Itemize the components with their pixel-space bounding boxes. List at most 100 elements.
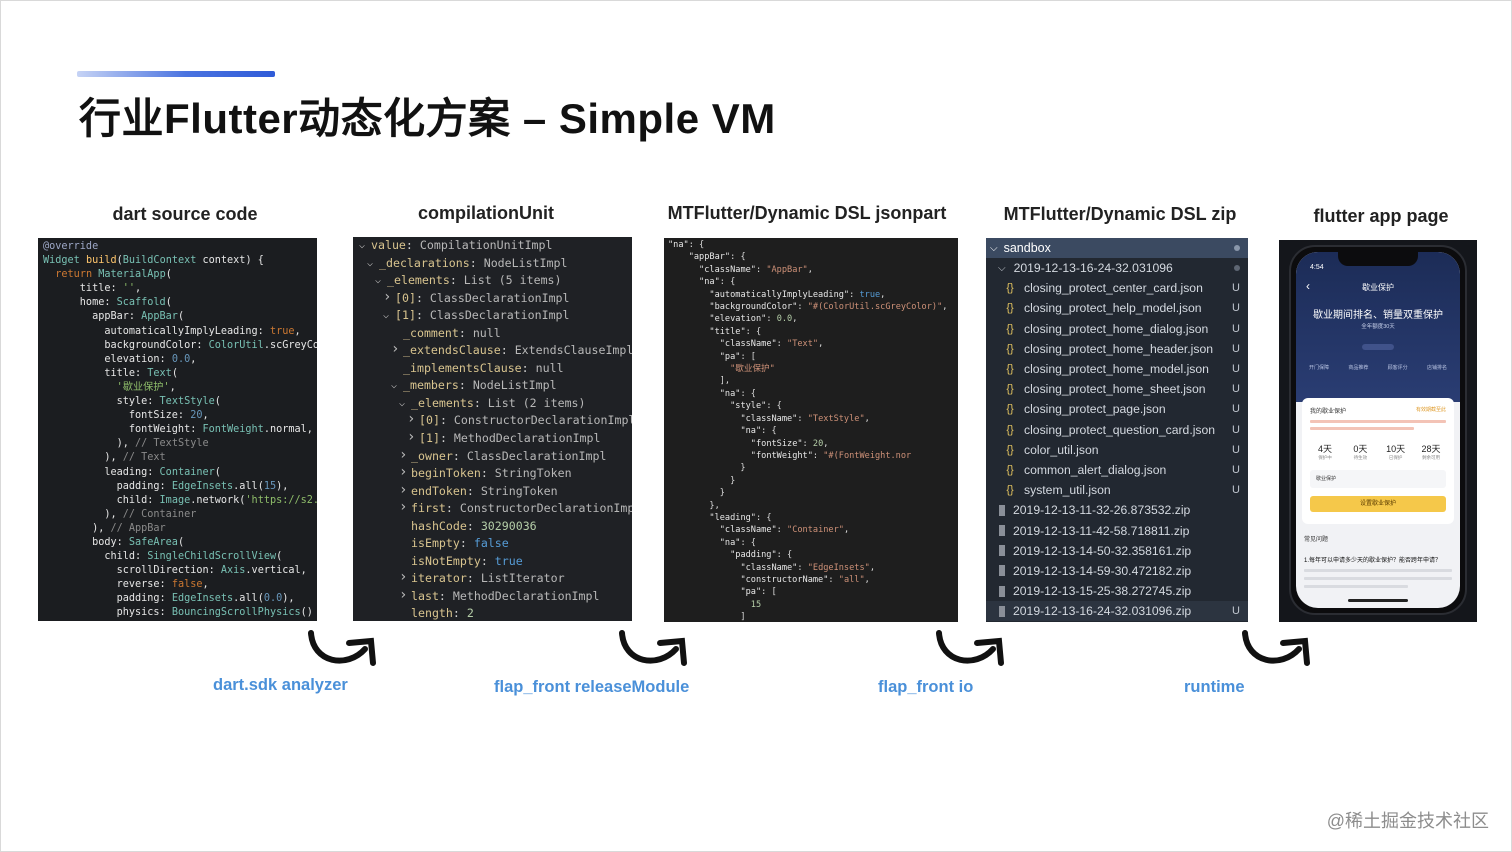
- ast-tree-row[interactable]: ›[0]: ClassDeclarationImpl: [383, 288, 570, 305]
- zip-file-icon: [999, 605, 1005, 617]
- card-stats: 4天保护中 0天待生效 10天已保护 28天剩余可用: [1310, 442, 1446, 461]
- ast-tree-row[interactable]: ⌵_elements: List (5 items): [353, 272, 632, 290]
- ast-tree-row[interactable]: length: 2: [411, 606, 474, 621]
- chevron-down-icon[interactable]: ⌵: [383, 310, 390, 322]
- ast-key: isNotEmpty: [411, 553, 481, 568]
- chevron-down-icon[interactable]: ⌵: [359, 240, 366, 251]
- panel-label-dart-source: dart source code: [112, 204, 258, 224]
- protection-card: 我的歇业保护 有效期截至此 4天保护中 0天待生效 10天已保护 28天剩余可用…: [1302, 398, 1454, 524]
- feature-tab[interactable]: 顾客评分: [1387, 365, 1408, 371]
- git-status-badge: U: [1232, 282, 1240, 295]
- ast-tree-row[interactable]: ›iterator: ListIterator: [399, 569, 565, 586]
- file-tree-folder-row[interactable]: ⌵ 2019-12-13-16-24-32.031096: [986, 258, 1248, 278]
- zip-file-row[interactable]: 2019-12-13-15-25-38.272745.zip: [986, 581, 1248, 601]
- chevron-down-icon[interactable]: ⌵: [375, 275, 382, 287]
- file-name: closing_protect_home_sheet.json: [1024, 382, 1206, 397]
- arrow-icon: [1242, 630, 1310, 666]
- chevron-right-icon[interactable]: ›: [383, 288, 392, 305]
- ast-tree-row[interactable]: ›beginToken: StringToken: [399, 464, 572, 481]
- card-link[interactable]: 有效期截至此: [1415, 407, 1446, 413]
- ast-tree-row[interactable]: ›endToken: StringToken: [399, 481, 558, 498]
- set-protection-button[interactable]: 设置歇业保护: [1310, 496, 1446, 512]
- ast-tree-row[interactable]: ›[0]: ConstructorDeclarationImpl: [353, 411, 632, 430]
- ast-key: iterator: [411, 571, 467, 586]
- zip-file-icon: [999, 565, 1005, 577]
- phone-nav-title: 歇业保护: [1362, 283, 1394, 292]
- git-status-badge: U: [1232, 363, 1240, 376]
- back-icon[interactable]: ‹: [1306, 279, 1310, 293]
- ast-tree-row[interactable]: ⌵_elements: List (2 items): [353, 395, 632, 413]
- chevron-down-icon[interactable]: ⌵: [399, 397, 406, 409]
- home-indicator: [1348, 599, 1408, 602]
- chevron-right-icon[interactable]: ›: [399, 481, 408, 498]
- ast-key: _members: [403, 378, 459, 393]
- ast-value: StringToken: [494, 466, 572, 481]
- ast-tree-row[interactable]: ⌵[1]: ClassDeclarationImpl: [353, 307, 632, 325]
- folder-name: 2019-12-13-16-24-32.031096: [1013, 261, 1173, 276]
- feature-tab[interactable]: 店铺排名: [1426, 365, 1447, 371]
- chevron-right-icon[interactable]: ›: [399, 464, 408, 481]
- git-status-badge: U: [1232, 342, 1240, 355]
- chevron-down-icon: ⌵: [990, 242, 998, 254]
- ast-tree-row[interactable]: ›_extendsClause: ExtendsClauseImpl: [391, 341, 632, 358]
- chevron-down-icon: ⌵: [998, 262, 1006, 274]
- ast-tree-row[interactable]: isEmpty: false: [411, 536, 509, 551]
- card-notice-line: [1310, 420, 1446, 423]
- chevron-right-icon[interactable]: ›: [407, 411, 416, 428]
- chevron-right-icon[interactable]: ›: [391, 341, 400, 358]
- ast-tree-row[interactable]: ⌵_declarations: NodeListImpl: [353, 255, 632, 273]
- ast-tree-row[interactable]: ›last: MethodDeclarationImpl: [399, 586, 600, 603]
- zip-file-row[interactable]: 2019-12-13-14-50-32.358161.zip: [986, 541, 1248, 561]
- ast-tree-row[interactable]: ›first: ConstructorDeclarationImpl: [353, 499, 632, 518]
- ast-key: [1]: [419, 431, 440, 446]
- zip-file-row[interactable]: 2019-12-13-11-42-58.718811.zip: [986, 520, 1248, 540]
- arrow-icon: [308, 630, 376, 666]
- ast-tree-row[interactable]: ⌵value: CompilationUnitImpl: [353, 237, 632, 255]
- ast-tree-row[interactable]: ›[1]: MethodDeclarationImpl: [407, 429, 601, 446]
- zip-file-row[interactable]: 2019-12-13-11-32-26.873532.zip: [986, 500, 1248, 520]
- chevron-right-icon[interactable]: ›: [399, 569, 408, 586]
- step-caption-release-module: flap_front releaseModule: [494, 678, 690, 696]
- feature-tab[interactable]: 商品推荐: [1348, 365, 1369, 371]
- chevron-right-icon[interactable]: ›: [399, 586, 408, 603]
- chevron-right-icon[interactable]: ›: [407, 429, 416, 446]
- chevron-right-icon[interactable]: ›: [399, 446, 408, 463]
- git-status-badge: U: [1232, 403, 1240, 416]
- file-name: 2019-12-13-16-24-32.031096.zip: [1013, 604, 1192, 619]
- feature-tab[interactable]: 开门保障: [1308, 365, 1329, 371]
- git-status-badge: U: [1232, 322, 1240, 335]
- ast-tree-row[interactable]: _comment: null: [403, 325, 501, 340]
- git-status-badge: U: [1232, 423, 1240, 436]
- dsl-jsonpart-panel: "na": { "appBar": { "className": "AppBar…: [664, 238, 958, 622]
- faq-question[interactable]: 1.每年可以申请多少天的歇业保护？能否跨年申请？: [1304, 558, 1442, 564]
- json-file-icon: {}: [1006, 403, 1014, 416]
- chevron-down-icon[interactable]: ⌵: [367, 257, 374, 269]
- chevron-right-icon[interactable]: ›: [399, 499, 408, 516]
- ast-tree-row[interactable]: _implementsClause: null: [403, 360, 564, 375]
- chevron-down-icon[interactable]: ⌵: [391, 380, 398, 392]
- zip-file-row[interactable]: 2019-12-13-14-59-30.472182.zip: [986, 561, 1248, 581]
- ast-tree-row[interactable]: ›_owner: ClassDeclarationImpl: [399, 446, 607, 463]
- ast-key: endToken: [411, 483, 467, 498]
- ast-tree-row[interactable]: ⌵_members: NodeListImpl: [353, 377, 632, 395]
- compilation-unit-panel: ⌵value: CompilationUnitImpl⌵_declaration…: [353, 237, 632, 621]
- ast-tree-row[interactable]: hashCode: 30290036: [411, 518, 537, 533]
- sandbox-folder-row[interactable]: ⌵ sandbox: [986, 238, 1248, 258]
- zip-file-icon: [999, 545, 1005, 557]
- ast-value: ExtendsClauseImpl: [514, 343, 632, 358]
- ast-key: hashCode: [411, 518, 467, 533]
- ast-tree-row[interactable]: isNotEmpty: true: [411, 553, 523, 568]
- json-file-icon: {}: [1006, 463, 1014, 476]
